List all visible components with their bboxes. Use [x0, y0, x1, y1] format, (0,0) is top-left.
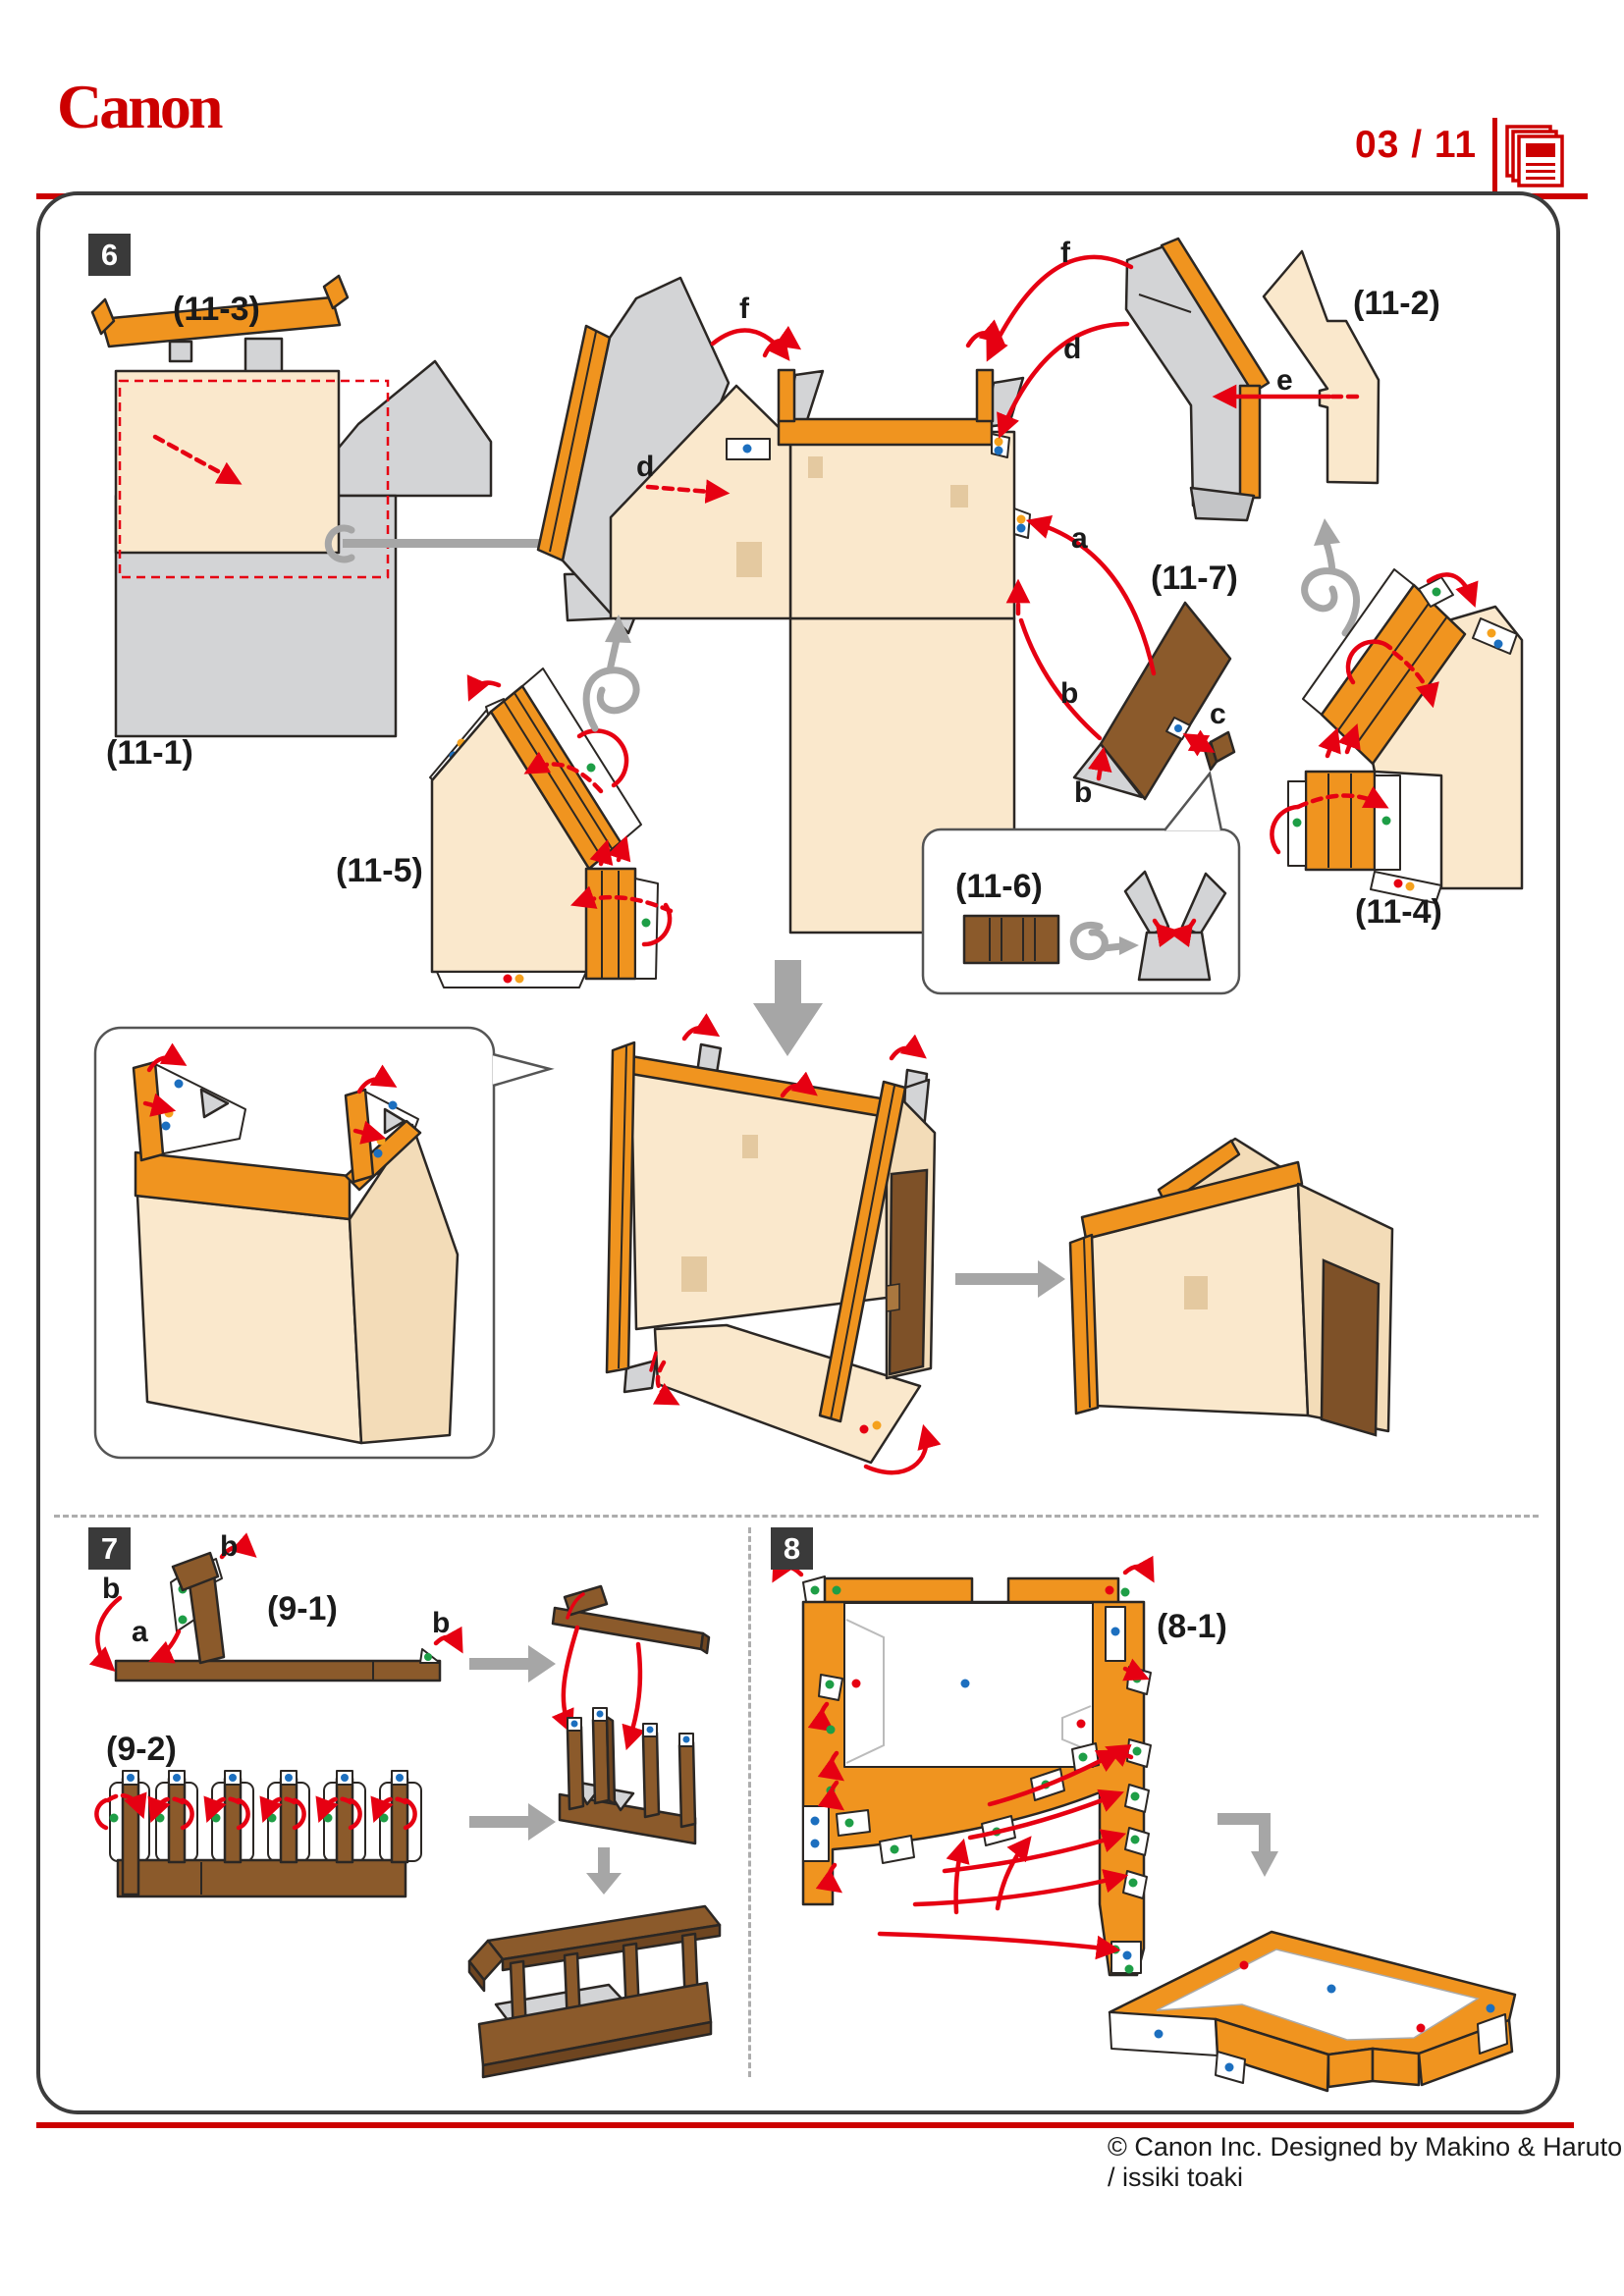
label-11-1: (11-1) — [106, 734, 193, 772]
glue-f-right: f — [1060, 237, 1070, 269]
house-assembly-open — [605, 1013, 942, 1475]
piece-11-2-assembled — [1124, 237, 1271, 522]
callout-11-6 — [921, 771, 1241, 995]
piece-9-1 — [88, 1532, 463, 1682]
rotate-curl-center — [582, 614, 640, 732]
label-11-6: (11-6) — [955, 868, 1043, 905]
step-6-badge: 6 — [88, 234, 131, 276]
down-arrow-large — [753, 960, 823, 1056]
label-11-7: (11-7) — [1151, 560, 1238, 597]
down-arrow-small — [586, 1847, 622, 1895]
roof-panel-piece — [536, 276, 731, 635]
house-assembly-closed — [1068, 1137, 1394, 1437]
glue-a-right: a — [1071, 522, 1088, 555]
glue-c: c — [1210, 698, 1226, 730]
rotate-curl-right — [1301, 518, 1361, 637]
label-11-5: (11-5) — [336, 852, 423, 889]
right-arrow-9-2 — [469, 1803, 556, 1841]
right-arrow-mid — [955, 1260, 1065, 1298]
glue-b-91-right: b — [432, 1607, 451, 1639]
comb-folded — [558, 1707, 697, 1845]
step-8-badge: 8 — [771, 1527, 813, 1570]
glue-b-91-left: b — [102, 1573, 121, 1605]
canon-logo: Canon — [57, 72, 223, 141]
fold-arrows-right — [986, 254, 1360, 439]
label-8-1: (8-1) — [1157, 1608, 1227, 1645]
elbow-arrow — [1218, 1813, 1278, 1877]
label-11-2: (11-2) — [1353, 285, 1440, 322]
fold-arrows-center — [645, 328, 790, 504]
footer-credit: © Canon Inc. Designed by Makino & Haruto… — [1108, 2132, 1623, 2192]
label-11-4: (11-4) — [1355, 893, 1442, 931]
glue-a-91: a — [132, 1616, 148, 1648]
section-separator-horizontal — [54, 1515, 1539, 1518]
rail-folded — [551, 1584, 711, 1751]
section-separator-vertical — [748, 1527, 751, 2077]
right-arrow-9-1 — [469, 1645, 556, 1682]
piece-11-3 — [90, 274, 390, 579]
balcony-assembled — [467, 1904, 722, 2079]
label-9-2: (9-2) — [106, 1731, 177, 1768]
label-11-3: (11-3) — [173, 291, 260, 328]
piece-8-1 — [772, 1555, 1155, 1977]
piece-11-4 — [1270, 568, 1524, 904]
glue-b-upper: b — [1060, 677, 1079, 710]
glue-d-center: d — [636, 451, 655, 483]
piece-11-7 — [1018, 514, 1236, 801]
label-9-1: (9-1) — [267, 1590, 338, 1628]
footer-rule — [36, 2122, 1574, 2128]
glue-b-91-top: b — [220, 1530, 239, 1563]
glue-b-lower: b — [1074, 776, 1093, 809]
glue-e: e — [1276, 364, 1293, 397]
page-number: 03 / 11 — [1355, 124, 1478, 166]
step-7-badge: 7 — [88, 1527, 131, 1570]
glue-f-center: f — [739, 293, 749, 325]
piece-11-5 — [429, 667, 674, 988]
header-divider — [1492, 118, 1497, 198]
callout-house-detail — [93, 1026, 555, 1460]
glue-d-right: d — [1063, 333, 1082, 365]
pages-icon — [1505, 125, 1564, 187]
piece-9-2 — [94, 1770, 422, 1898]
piece-11-2-flat — [1262, 249, 1380, 485]
base-assembled — [1108, 1930, 1517, 2093]
